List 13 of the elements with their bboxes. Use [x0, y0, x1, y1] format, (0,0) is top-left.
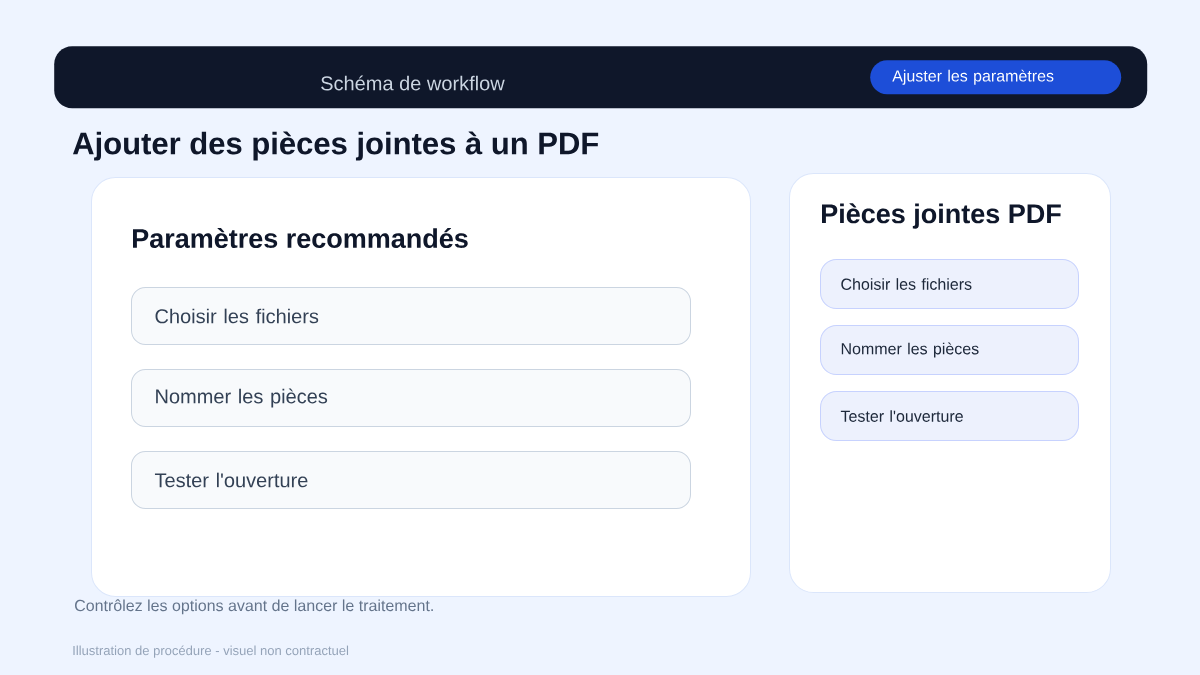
- step-box: Tester l'ouverture: [820, 391, 1079, 441]
- step-box: Nommer les pièces: [131, 369, 691, 427]
- page-title: Ajouter des pièces jointes à un PDF: [72, 131, 599, 161]
- step-box: Choisir les fichiers: [820, 259, 1079, 309]
- header-subtitle: Schéma de workflow: [321, 75, 505, 91]
- card-heading: Paramètres recommandés: [133, 227, 468, 249]
- step-box: Tester l'ouverture: [131, 451, 691, 509]
- step-box: Choisir les fichiers: [131, 287, 691, 345]
- action-button: Ajuster les paramètres: [870, 60, 1122, 95]
- note-text: Contrôlez les options avant de lancer le traitement.: [75, 599, 433, 615]
- step-box: Nommer les pièces: [820, 325, 1079, 375]
- card-heading: Pièces jointes PDF: [822, 203, 1061, 229]
- footer-text: Illustration de procédure - visuel non contractuel: [73, 645, 349, 658]
